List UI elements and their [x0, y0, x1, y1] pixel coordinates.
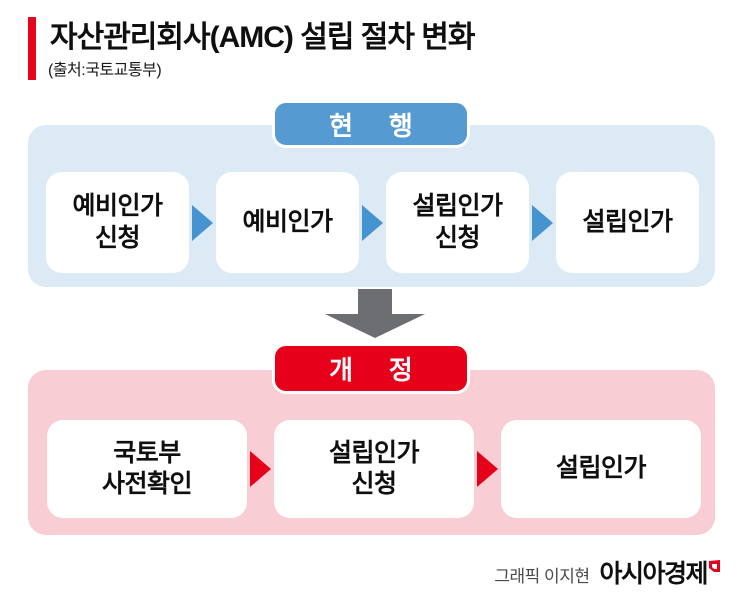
credit-text: 그래픽 이지현: [494, 567, 590, 586]
title-accent-bar: [28, 17, 36, 80]
brand-logo: 아시아경제: [599, 560, 708, 588]
down-arrow-icon: [325, 289, 425, 338]
step-line: 설립인가: [555, 454, 647, 483]
step-establishment-approval: 설립인가: [501, 420, 701, 518]
right-arrow-icon: [250, 451, 271, 487]
source-caption: (출처:국토교통부): [48, 62, 162, 79]
step-line: 설립인가: [412, 192, 503, 221]
flow-arrow-cell: [474, 420, 501, 518]
flow-arrow-cell: [359, 172, 386, 273]
step-line: 설립인가: [328, 438, 420, 467]
step-line: 신청: [351, 470, 397, 498]
step-establishment-approval-application: 설립인가 신청: [386, 172, 529, 273]
revised-section-header: 개 정: [272, 343, 470, 394]
step-establishment-approval-application: 설립인가 신청: [274, 420, 474, 518]
current-steps-row: 예비인가 신청 예비인가 설립인가 신청 설립인가: [46, 172, 699, 273]
step-preliminary-approval-application: 예비인가 신청: [46, 172, 189, 273]
flow-arrow-cell: [247, 420, 274, 518]
step-line: 신청: [94, 223, 141, 252]
right-arrow-icon: [532, 204, 553, 241]
step-establishment-approval: 설립인가: [556, 172, 699, 273]
current-section-header: 현 행: [272, 100, 470, 148]
flow-arrow-cell: [189, 172, 216, 273]
step-line: 예비인가: [242, 207, 333, 236]
right-arrow-icon: [192, 204, 213, 241]
brand-mark-icon: [709, 560, 720, 572]
flow-arrow-cell: [529, 172, 556, 273]
revised-steps-row: 국토부 사전확인 설립인가 신청 설립인가: [47, 420, 701, 518]
step-line: 신청: [434, 223, 481, 252]
step-line: 설립인가: [582, 207, 673, 236]
page-title: 자산관리회사(AMC) 설립 절차 변화: [50, 21, 476, 54]
step-preliminary-approval: 예비인가: [216, 172, 359, 273]
right-arrow-icon: [477, 451, 498, 487]
step-line: 국토부: [113, 438, 181, 467]
credit-line: 그래픽 이지현 아시아경제: [494, 554, 720, 590]
step-line: 예비인가: [72, 192, 163, 221]
step-molit-preconfirmation: 국토부 사전확인: [47, 420, 247, 518]
right-arrow-icon: [362, 204, 383, 241]
step-line: 사전확인: [101, 470, 193, 498]
